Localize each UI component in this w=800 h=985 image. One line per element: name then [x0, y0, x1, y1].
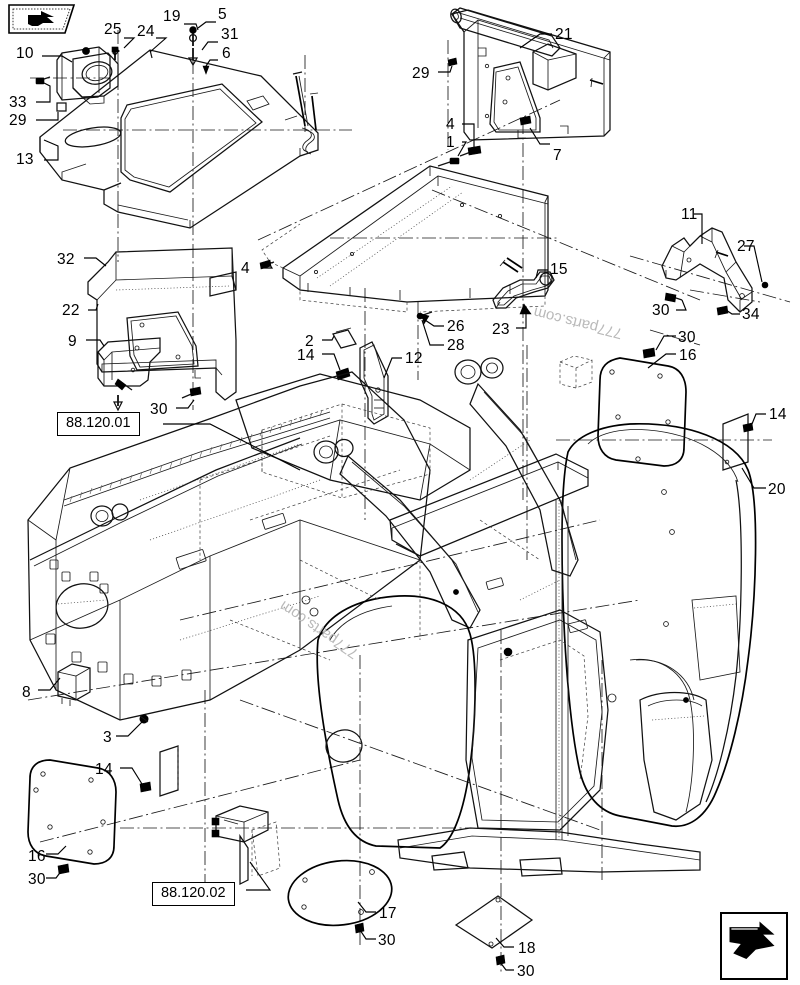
callout-11[interactable]: 11 [681, 206, 698, 223]
hood-panel-assembly [39, 49, 319, 229]
spring-bolt [292, 71, 315, 155]
callout-19[interactable]: 19 [163, 8, 181, 25]
callout-17[interactable]: 17 [379, 905, 397, 922]
callout-9[interactable]: 9 [68, 333, 77, 350]
fastener-30-a [181, 386, 202, 399]
callout-30[interactable]: 30 [652, 302, 670, 319]
callout-16[interactable]: 16 [679, 347, 697, 364]
callout-30[interactable]: 30 [378, 932, 396, 949]
centerlines [27, 30, 791, 975]
corner-screw [309, 92, 319, 131]
bracket-assembly-bottom [211, 805, 281, 886]
fastener-7 [519, 115, 532, 126]
rear-shield-22 [87, 247, 237, 401]
callout-31[interactable]: 31 [221, 26, 239, 43]
side-panel-21 [450, 7, 611, 141]
fastener-14-b [742, 422, 754, 433]
callout-26[interactable]: 26 [447, 318, 465, 335]
plate-20 [722, 413, 754, 471]
callout-29[interactable]: 29 [412, 65, 430, 82]
fastener-29-b [447, 57, 458, 67]
orientation-arrow-icon-bottom-right [720, 912, 788, 980]
callout-21[interactable]: 21 [555, 26, 573, 43]
orientation-arrow-icon-top-left [8, 4, 80, 34]
top-fasteners [187, 26, 319, 155]
ribbed-column [555, 500, 569, 840]
callout-8[interactable]: 8 [22, 684, 31, 701]
callout-3[interactable]: 3 [103, 729, 112, 746]
callout-25[interactable]: 25 [104, 21, 122, 38]
callout-1[interactable]: 1 [446, 134, 455, 151]
callout-24[interactable]: 24 [137, 23, 155, 40]
callout-2[interactable]: 2 [305, 333, 314, 350]
callout-15[interactable]: 15 [550, 261, 568, 278]
pivot-left [90, 503, 129, 527]
lamp-bracket-assembly [35, 46, 120, 112]
fastener-30-c [642, 347, 656, 359]
bracket-9 [97, 337, 161, 412]
hidden-cube [559, 355, 593, 389]
fastener-30-b [664, 292, 683, 303]
machine-chassis [27, 357, 757, 877]
callout-6[interactable]: 6 [222, 45, 231, 62]
oval-cover-17 [287, 859, 393, 934]
relay-box-8 [57, 663, 91, 706]
leader-lines [36, 21, 766, 971]
callout-10[interactable]: 10 [16, 45, 34, 62]
fastener-3 [139, 714, 149, 724]
screws-above-handle [499, 257, 523, 273]
plate-14-bottom [159, 745, 179, 797]
fastener-1-4 [437, 145, 482, 167]
latch-12 [359, 341, 389, 425]
callout-5[interactable]: 5 [218, 6, 227, 23]
fastener-14-c [139, 781, 152, 793]
callout-14[interactable]: 14 [95, 761, 113, 778]
callout-33[interactable]: 33 [9, 94, 27, 111]
callout-20[interactable]: 20 [768, 481, 786, 498]
callout-4[interactable]: 4 [446, 116, 455, 133]
callout-30[interactable]: 30 [678, 329, 696, 346]
callout-34[interactable]: 34 [742, 306, 760, 323]
engine-hood-cover [261, 165, 549, 313]
screw-right-21 [589, 77, 604, 88]
cover-plate-16-right [559, 347, 687, 467]
callout-30[interactable]: 30 [517, 963, 535, 980]
fastener-34 [716, 305, 729, 316]
callout-4[interactable]: 4 [241, 260, 250, 277]
reference-box-88-120-02[interactable]: 88.120.02 [152, 882, 235, 906]
callout-32[interactable]: 32 [57, 251, 75, 268]
callout-30[interactable]: 30 [28, 871, 46, 888]
callout-12[interactable]: 12 [405, 350, 423, 367]
callout-14[interactable]: 14 [769, 406, 787, 423]
diamond-plate-18 [454, 895, 534, 966]
screw-bracket-11 [714, 249, 729, 259]
reference-box-88-120-01[interactable]: 88.120.01 [57, 412, 140, 436]
callout-13[interactable]: 13 [16, 151, 34, 168]
pivot-upper-right [454, 357, 504, 385]
handle-23 [492, 257, 555, 309]
callout-14[interactable]: 14 [297, 347, 315, 364]
callout-28[interactable]: 28 [447, 337, 465, 354]
bracket-11 [661, 227, 769, 316]
callout-7[interactable]: 7 [553, 147, 562, 164]
callout-30[interactable]: 30 [150, 401, 168, 418]
callout-23[interactable]: 23 [492, 321, 510, 338]
callout-29[interactable]: 29 [9, 112, 27, 129]
fastener-25 [82, 47, 90, 55]
pivot-mid [313, 438, 354, 464]
clip-29 [56, 102, 67, 112]
callout-27[interactable]: 27 [737, 238, 755, 255]
callout-18[interactable]: 18 [518, 940, 536, 957]
callout-22[interactable]: 22 [62, 302, 80, 319]
callout-16[interactable]: 16 [28, 848, 46, 865]
leader-arrowheads [421, 303, 532, 325]
rod-2 [332, 327, 357, 349]
fastener-30-f [495, 954, 506, 966]
fastener-30-e [354, 922, 365, 934]
stud-27 [761, 281, 769, 289]
